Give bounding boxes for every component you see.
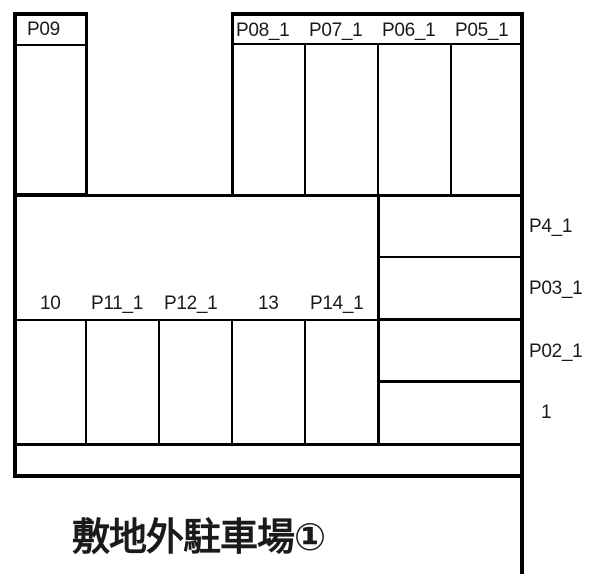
slot-label-p14-1: P14_1	[310, 293, 364, 314]
bottom-col-div	[85, 320, 87, 444]
slot-13[interactable]	[233, 321, 304, 443]
slot-p07-1[interactable]: P07_1	[306, 16, 377, 194]
slot-p4-1[interactable]	[380, 197, 520, 256]
slot-p05-1[interactable]: P05_1	[452, 16, 520, 194]
bottom-row-bottom	[15, 443, 522, 446]
top-col-div	[450, 45, 452, 195]
slot-label-p12-1: P12_1	[164, 293, 218, 314]
left-wall	[13, 12, 17, 478]
slot-p14-1[interactable]	[306, 321, 377, 443]
slot-p06-1[interactable]: P06_1	[379, 16, 450, 194]
slot-p11-1[interactable]	[87, 321, 158, 443]
slot-label-1: 1	[541, 402, 552, 423]
slot-label: P08_1	[236, 20, 290, 41]
slot-label: P05_1	[455, 20, 509, 41]
right-row-div	[378, 318, 521, 321]
top-col-div	[304, 45, 306, 195]
top-block-label-row	[232, 43, 522, 45]
right-row-div	[378, 256, 521, 258]
slot-label-p4-1: P4_1	[529, 216, 573, 237]
slot-label-13: 13	[258, 293, 279, 314]
top-block-left	[231, 12, 234, 197]
outer-bottom-wall	[13, 474, 524, 478]
slot-p09[interactable]: P09	[15, 14, 88, 196]
slot-label: P06_1	[382, 20, 436, 41]
slot-divider	[85, 14, 88, 196]
slot-label-p03-1: P03_1	[529, 278, 583, 299]
right-wall	[520, 12, 524, 574]
top-col-div	[377, 45, 379, 195]
slot-label-p11-1: P11_1	[91, 293, 144, 314]
top-block-top	[231, 12, 524, 16]
slot-label-p02-1: P02_1	[529, 341, 583, 362]
slot-divider	[15, 44, 87, 46]
slot-label: P07_1	[309, 20, 363, 41]
bottom-row-top	[15, 319, 379, 321]
slot-p03-1[interactable]	[380, 258, 520, 318]
slot-p12-1[interactable]	[160, 321, 231, 443]
bottom-col-div	[231, 320, 233, 444]
bottom-col-div	[304, 320, 306, 444]
bottom-col-div	[158, 320, 160, 444]
top-left-edge	[13, 12, 88, 16]
right-row-div	[378, 380, 521, 383]
aisle-line-top	[15, 194, 233, 197]
slot-10[interactable]	[17, 321, 85, 443]
slot-label-10: 10	[40, 293, 61, 314]
slot-p02-1[interactable]	[380, 321, 520, 380]
lot-title: 敷地外駐車場①	[72, 515, 326, 559]
slot-label: P09	[27, 19, 60, 40]
slot-p08-1[interactable]: P08_1	[233, 16, 304, 194]
slot-1[interactable]	[380, 383, 520, 443]
